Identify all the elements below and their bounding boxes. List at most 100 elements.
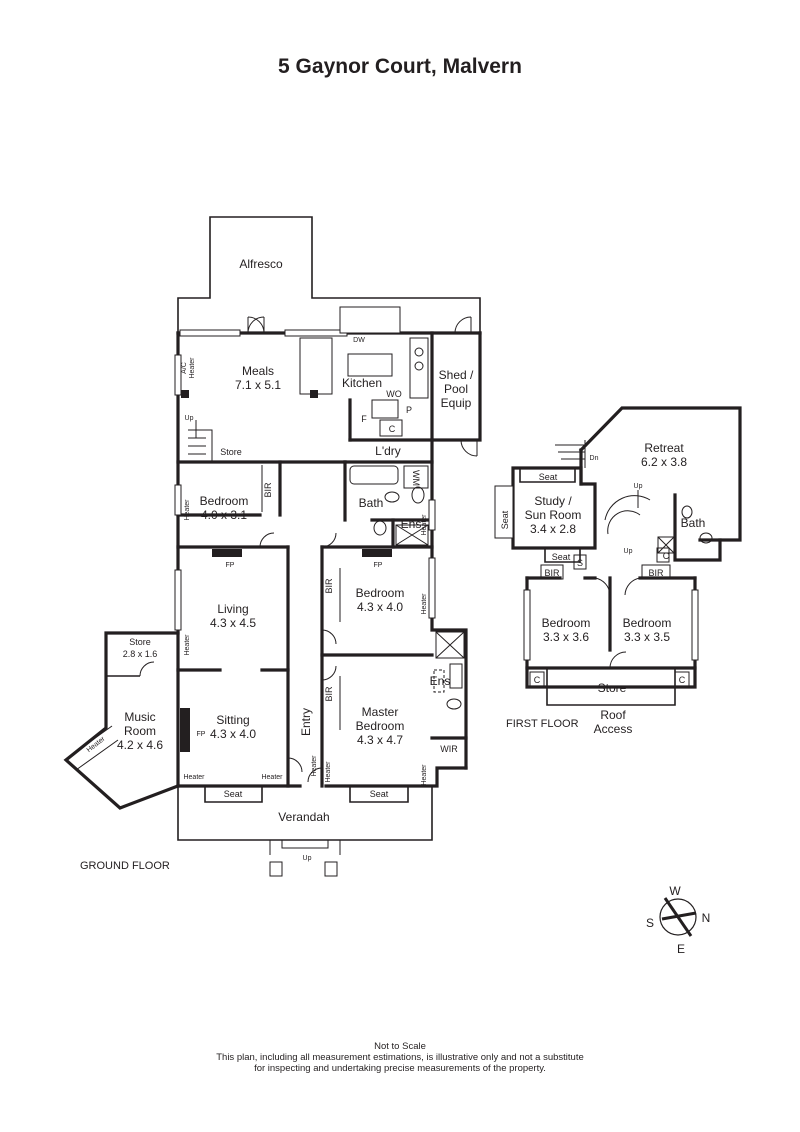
- label-wm: WM: [411, 470, 421, 486]
- label-heater-master: Heater: [325, 761, 332, 783]
- master-ens-shower: [435, 631, 465, 659]
- label-bedroom2-dim: 4.3 x 4.0: [357, 600, 403, 614]
- bathtub: [349, 465, 399, 485]
- compass-rose: W N S E: [646, 884, 710, 956]
- label-heater-sitting: Heater: [183, 774, 205, 781]
- label-master-1: Master: [362, 705, 399, 719]
- label-master-2: Bedroom: [356, 719, 405, 733]
- alfresco-outline: [177, 216, 481, 333]
- compass-w: W: [669, 884, 681, 898]
- kitchen-island-left: [299, 337, 333, 395]
- label-ens: Ens: [401, 517, 422, 531]
- post-left: [269, 861, 283, 877]
- label-first-store: Store: [598, 681, 627, 695]
- store-door: [609, 651, 627, 669]
- label-retreat: Retreat: [644, 441, 684, 455]
- label-bath: Bath: [359, 496, 384, 510]
- label-study-dim: 3.4 x 2.8: [530, 522, 576, 536]
- burner-2: [414, 361, 424, 371]
- label-shed-1: Shed /: [439, 368, 474, 382]
- label-seat-right: Seat: [370, 789, 389, 799]
- retreat-basin: [681, 505, 693, 519]
- master-ens-shower-x: [435, 631, 465, 659]
- label-bedroom1: Bedroom: [200, 494, 249, 508]
- compass-n: N: [702, 911, 711, 925]
- label-master-dim: 4.3 x 4.7: [357, 733, 403, 747]
- label-fp-living: FP: [226, 562, 235, 569]
- label-alfresco: Alfresco: [239, 257, 283, 271]
- label-bedroom2: Bedroom: [356, 586, 405, 600]
- music-room-walls: [63, 631, 181, 810]
- label-bir-a: BIR: [544, 568, 560, 578]
- basin: [411, 486, 425, 504]
- door-store: [139, 661, 155, 677]
- verandah-outline: [177, 786, 433, 841]
- door-bedroom2-hall: [321, 629, 337, 645]
- seat-bay-right: [349, 786, 409, 803]
- label-living-dim: 4.3 x 4.5: [210, 616, 256, 630]
- label-heater-entry: Heater: [311, 755, 318, 777]
- kitchen-island: [347, 353, 393, 377]
- label-seat-side: Seat: [500, 510, 510, 529]
- window-meals-2: [284, 329, 348, 337]
- bedroom-doors: [594, 577, 641, 596]
- label-p: P: [406, 405, 412, 415]
- compass-circle: [659, 898, 697, 936]
- door-alfresco-leaves: [247, 317, 265, 333]
- plan-title: 5 Gaynor Court, Malvern: [278, 55, 522, 78]
- verandah-steps: [269, 840, 341, 855]
- label-heater-living: Heater: [184, 634, 191, 656]
- label-c: C: [389, 424, 396, 434]
- window-east-bedroom2: [428, 557, 436, 619]
- label-f: F: [361, 414, 367, 424]
- cupboard-c: [379, 419, 403, 437]
- east-wall: [430, 331, 468, 770]
- label-music-2: Room: [124, 724, 156, 738]
- cooktop: [409, 337, 429, 399]
- label-seat-bottom: Seat: [552, 552, 571, 562]
- label-kitchen: Kitchen: [342, 376, 382, 390]
- label-store: Store: [220, 447, 242, 457]
- label-heater-ens: Heater: [421, 514, 428, 536]
- ens-basin: [373, 520, 387, 536]
- label-master-ens: Ens: [430, 674, 451, 688]
- label-sitting: Sitting: [216, 713, 249, 727]
- label-meals-dim: 7.1 x 5.1: [235, 378, 281, 392]
- label-bedroom-b-dim: 3.3 x 3.5: [624, 630, 670, 644]
- study-seat-top: [519, 468, 576, 483]
- cupboard-c-b: [674, 671, 690, 687]
- door-living: [259, 532, 275, 548]
- window-west-living: [174, 569, 182, 631]
- retreat-walls: [578, 406, 742, 542]
- label-fp-sitting: FP: [197, 731, 206, 738]
- disclaimer-line-3: for inspecting and undertaking precise m…: [254, 1063, 546, 1074]
- label-study-1: Study /: [534, 494, 572, 508]
- window-west-bedroom: [174, 484, 182, 516]
- label-heater-sitting-2: Heater: [261, 774, 283, 781]
- burner-1: [414, 347, 424, 357]
- label-roof-1: Roof: [600, 708, 626, 722]
- label-wo: WO: [386, 389, 402, 399]
- window-bedroom-a: [523, 589, 531, 661]
- toilet: [384, 491, 400, 503]
- label-retreat-dim: 6.2 x 3.8: [641, 455, 687, 469]
- label-living: Living: [217, 602, 248, 616]
- seat-bay-left: [204, 786, 263, 803]
- column-1: [310, 390, 318, 398]
- label-music-1: Music: [124, 710, 155, 724]
- fireplace-bedroom2: [362, 549, 392, 557]
- label-c-b: C: [679, 675, 686, 685]
- label-music-dim: 4.2 x 4.6: [117, 738, 163, 752]
- label-verandah: Verandah: [278, 810, 329, 824]
- bir-a: [540, 564, 564, 580]
- label-bir-b: BIR: [648, 568, 664, 578]
- label-bedroom-b: Bedroom: [623, 616, 672, 630]
- spiral-stair: [604, 495, 651, 535]
- label-bedroom1-dim: 4.0 x 3.1: [201, 508, 247, 522]
- label-seat-top: Seat: [539, 472, 558, 482]
- window-bedroom-b: [691, 589, 699, 661]
- label-up-first: Up: [634, 483, 643, 490]
- south-wall-right: [324, 766, 468, 788]
- label-store2-dim: 2.8 x 1.6: [123, 649, 158, 659]
